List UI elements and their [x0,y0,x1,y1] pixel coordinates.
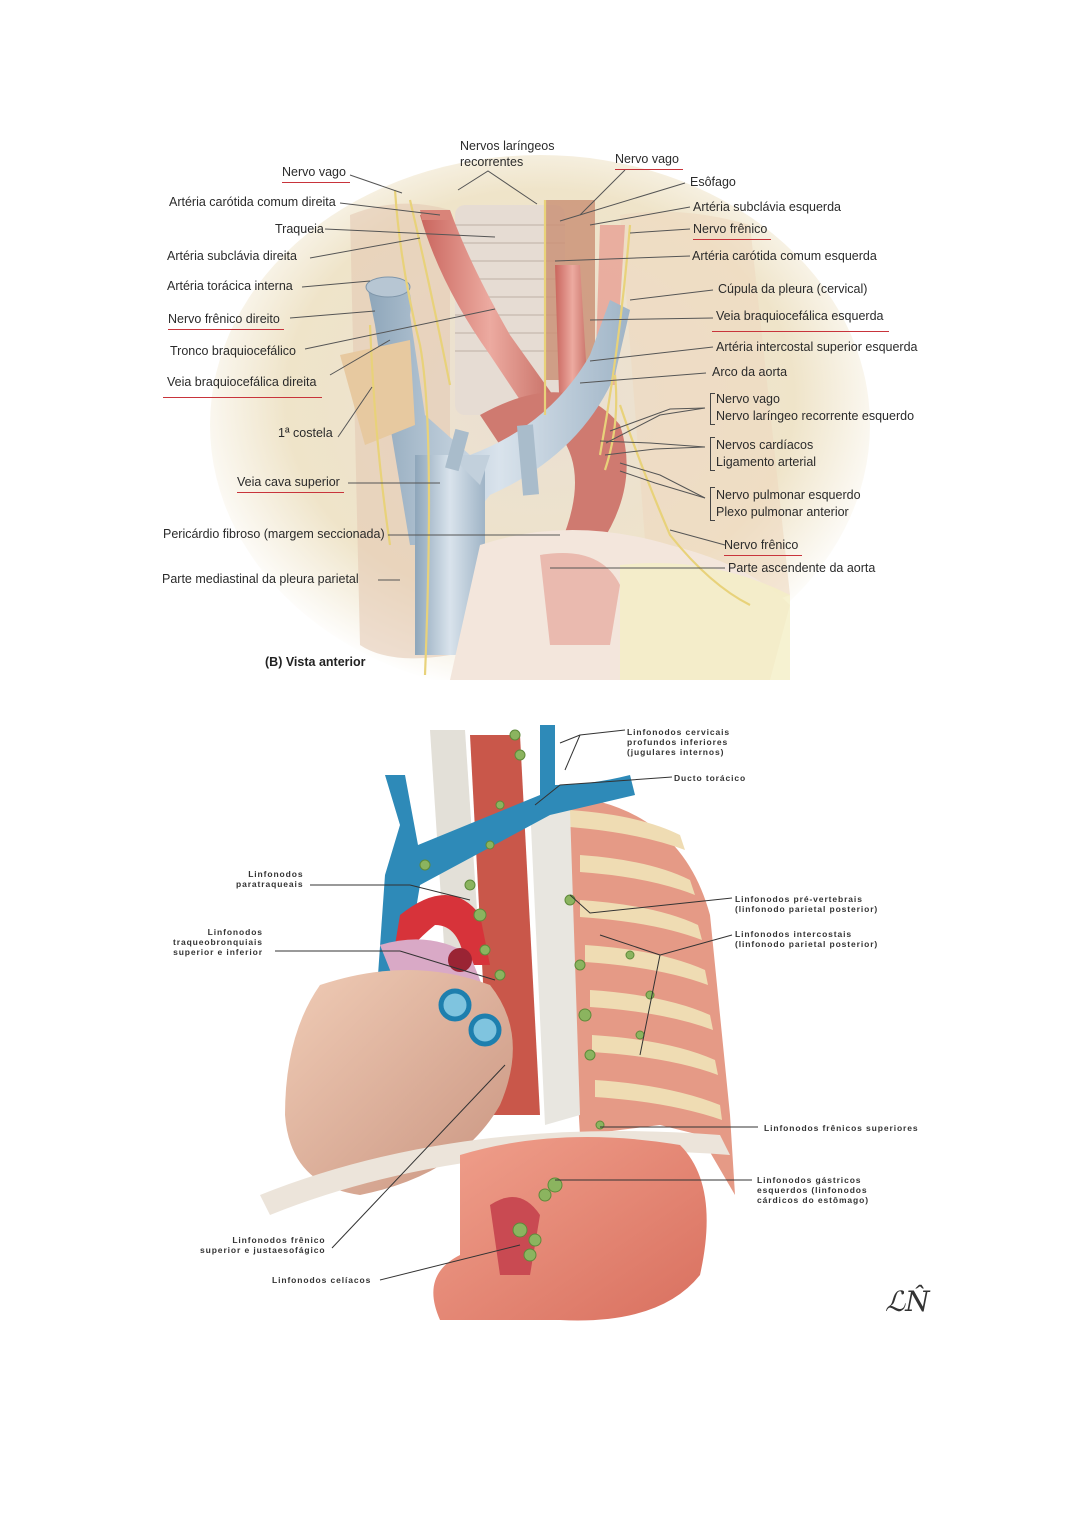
label-linfonodos-traqueobronquiais: Linfonodos traqueobronquiais superior e … [173,927,263,957]
label-arteria-carotida-comum-direita: Artéria carótida comum direita [169,195,336,209]
label-nervo-vago-top: Nervo vago [615,152,683,170]
label-nervo-vago-2: Nervo vago [716,392,780,406]
leader-lines [289,169,726,581]
label-linfonodos-cervicais: Linfonodos cervicais profundos inferiore… [627,727,731,757]
label-nervo-vago: Nervo vago [282,165,350,183]
label-nervo-laringeo-recorrente-esquerdo: Nervo laríngeo recorrente esquerdo [716,409,915,423]
label-nervos-cardiacos: Nervos cardíacos [716,438,814,452]
label-veia-cava-superior: Veia cava superior [237,475,344,493]
label-arteria-subclavia-direita: Artéria subclávia direita [167,249,297,263]
label-arteria-carotida-comum-esquerda: Artéria carótida comum esquerda [692,249,877,263]
label-pericardio-fibroso: Pericárdio fibroso (margem seccionada) [163,527,385,541]
label-nervo-pulmonar-esquerdo: Nervo pulmonar esquerdo [716,488,861,502]
label-recorrentes: recorrentes [460,155,524,169]
label-ligamento-arterial: Ligamento arterial [716,455,817,469]
label-esofago: Esôfago [690,175,736,189]
label-parte-ascendente-aorta: Parte ascendente da aorta [728,561,876,575]
label-linfonodos-frenicos-superiores: Linfonodos frênicos superiores [764,1123,919,1133]
label-tronco-braquiocefalico: Tronco braquiocefálico [170,344,296,358]
label-linfonodos-frenico-justaesofagico: Linfonodos frênico superior e justaesofá… [200,1235,326,1255]
bracket-vago-laringeo [710,393,715,425]
label-arteria-toracica-interna: Artéria torácica interna [167,279,293,293]
label-linfonodos-intercostais: Linfonodos intercostais (linfonodo parie… [735,929,879,949]
label-linfonodos-gastricos-esquerdos: Linfonodos gástricos esquerdos (linfonod… [757,1175,869,1205]
mediastinum-illustration [210,155,870,680]
figure-caption: (B) Vista anterior [265,655,366,669]
label-veia-braquiocefalica-esquerda: Veia braquiocefálica esquerda [711,309,890,332]
label-nervos-laringeos: Nervos laríngeos [460,139,555,153]
label-arco-da-aorta: Arco da aorta [712,365,788,379]
bracket-cardiacos-ligamento [710,437,715,471]
label-nervo-frenico-direito: Nervo frênico direito [168,312,284,330]
lymphatic-illustration [260,725,758,1321]
figure-thoracic-lymph-nodes: Linfonodos cervicais profundos inferiore… [160,715,940,1325]
author-signature: ℒN̂ [885,1285,930,1318]
label-ducto-toracico: Ducto torácico [674,773,747,783]
label-linfonodos-pre-vertebrais: Linfonodos pré-vertebrais (linfonodo par… [735,894,879,914]
figure-mediastinum-anterior-view: Nervo vago Artéria carótida comum direit… [150,125,930,680]
label-arteria-intercostal-superior-esquerda: Artéria intercostal superior esquerda [716,340,918,354]
label-primeira-costela: 1ª costela [278,426,333,440]
label-arteria-subclavia-esquerda: Artéria subclávia esquerda [693,200,841,214]
label-nervo-frenico-2: Nervo frênico [724,538,803,556]
label-traqueia: Traqueia [275,222,324,236]
label-veia-braquiocefalica-direita: Veia braquiocefálica direita [162,375,323,398]
label-nervo-frenico: Nervo frênico [693,222,772,240]
label-cupula-da-pleura: Cúpula da pleura (cervical) [718,282,868,296]
label-linfonodos-paratraqueais: Linfonodos paratraqueais [236,869,304,889]
label-plexo-pulmonar-anterior: Plexo pulmonar anterior [716,505,849,519]
label-linfonodos-celiacos: Linfonodos celíacos [272,1275,372,1285]
label-pleura-parietal-mediastinal: Parte mediastinal da pleura parietal [162,572,359,586]
bracket-pulmonar [710,487,715,521]
